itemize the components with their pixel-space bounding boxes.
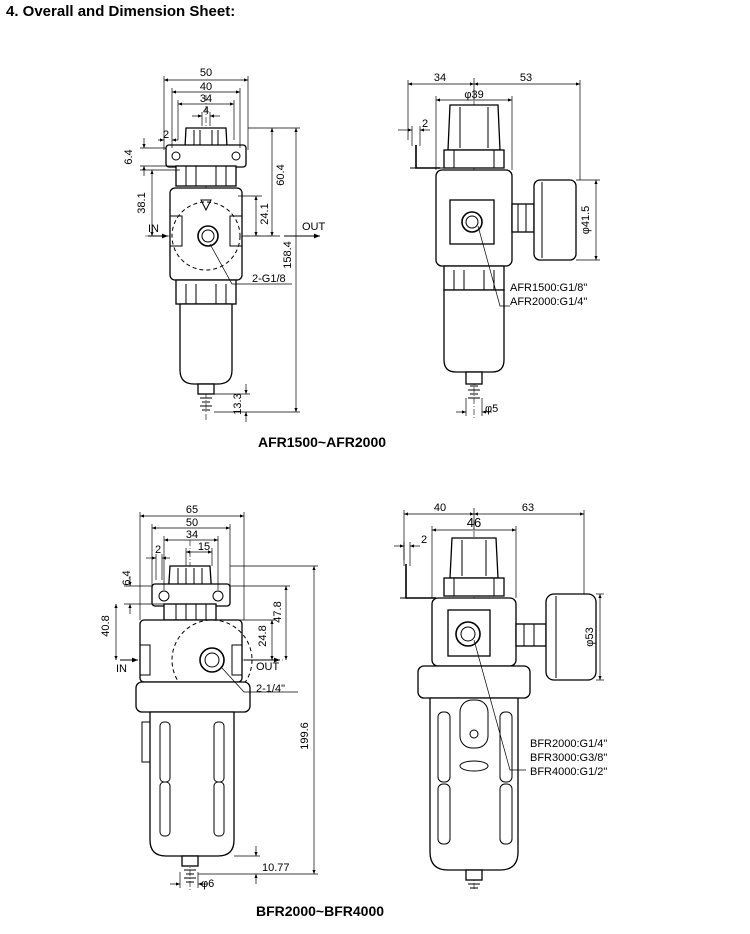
afr-port-label: 2-G1/8 [252, 273, 286, 285]
bfr-front-w65: 65 [186, 504, 198, 516]
afr-front-w2: 2 [163, 129, 169, 141]
afr-front-w4: 4 [203, 105, 209, 117]
bfr-front-h47-8: 47.8 [272, 601, 284, 622]
bfr-out-label: OUT [256, 661, 280, 673]
afr-side-d39: φ39 [464, 89, 483, 101]
afr-in-label: IN [148, 223, 159, 235]
bfr-front-h6-4: 6.4 [121, 570, 133, 585]
afr-side-w53: 53 [520, 72, 532, 84]
bfr-front-h40-8: 40.8 [100, 615, 112, 636]
afr-side-d5: φ5 [485, 403, 498, 415]
bfr-front-w50: 50 [186, 517, 198, 529]
bfr-side-w46: 46 [467, 515, 481, 530]
bfr-side-w40: 40 [434, 502, 446, 514]
afr-side-d41-5: φ41.5 [580, 206, 592, 235]
bfr-front-d6: φ6 [201, 878, 214, 890]
afr-front-h158-4: 158.4 [282, 241, 294, 269]
bfr-caption: BFR2000~BFR4000 [256, 903, 385, 919]
bfr-front-w2: 2 [155, 544, 161, 556]
afr-front-h24-1: 24.1 [259, 203, 271, 224]
bfr-side-port-1: BFR2000:G1/4" [530, 738, 607, 750]
afr-front-h38-1: 38.1 [136, 192, 148, 213]
afr-side-w2: 2 [422, 118, 428, 130]
afr-front-h13-3: 13.3 [232, 393, 244, 414]
bfr-front-view: 65 50 34 15 2 6.4 40.8 47.8 24.8 199.6 1… [100, 504, 318, 892]
afr-side-w34: 34 [434, 72, 446, 84]
bfr-in-label: IN [116, 663, 127, 675]
afr-front-w34: 34 [200, 93, 212, 105]
bfr-front-w15: 15 [198, 541, 210, 553]
bfr-front-h24-8: 24.8 [257, 625, 269, 646]
afr-side-port-1: AFR1500:G1/8" [510, 282, 587, 294]
bfr-side-w63: 63 [522, 502, 534, 514]
bfr-side-view: 40 63 46 2 φ53 BFR2000:G1/4" BFR3000:G3/… [394, 502, 607, 890]
afr-front-w50: 50 [200, 67, 212, 79]
afr-side-view: 34 53 φ39 2 φ41.5 φ5 AFR1500:G1/8" AFR20… [398, 72, 600, 420]
afr-side-port-2: AFR2000:G1/4" [510, 296, 587, 308]
afr-front-h60-4: 60.4 [275, 164, 287, 185]
afr-front-w40: 40 [200, 81, 212, 93]
bfr-side-port-3: BFR4000:G1/2" [530, 766, 607, 778]
afr-caption: AFR1500~AFR2000 [258, 434, 387, 450]
bfr-front-w34: 34 [186, 529, 198, 541]
afr-front-h6-4: 6.4 [123, 149, 135, 164]
bfr-side-w2: 2 [421, 534, 427, 546]
bfr-front-h199-6: 199.6 [299, 722, 311, 750]
bfr-port-label: 2-1/4" [256, 683, 285, 695]
bfr-side-d53: φ53 [584, 627, 596, 646]
afr-front-view: 50 40 34 4 2 6.4 38.1 60.4 24.1 158.4 13… [123, 67, 326, 422]
sheet-title: 4. Overall and Dimension Sheet: [6, 3, 236, 20]
bfr-side-port-2: BFR3000:G3/8" [530, 752, 607, 764]
afr-out-label: OUT [302, 221, 326, 233]
bfr-front-h10-77: 10.77 [262, 862, 290, 874]
